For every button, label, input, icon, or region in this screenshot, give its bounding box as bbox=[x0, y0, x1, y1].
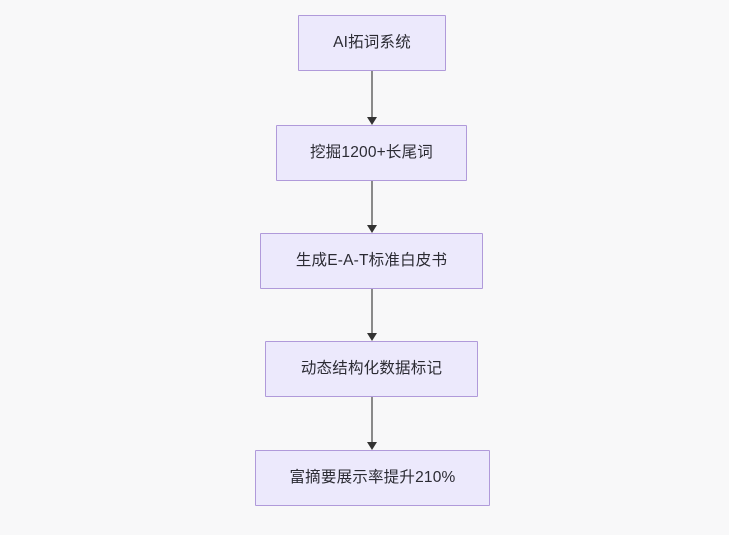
flow-node[interactable]: AI拓词系统 bbox=[298, 15, 446, 71]
flow-node-label: 动态结构化数据标记 bbox=[300, 360, 443, 378]
flow-node[interactable]: 挖掘1200+长尾词 bbox=[276, 125, 467, 181]
flow-edge bbox=[366, 397, 377, 450]
arrowhead-down-icon bbox=[366, 442, 377, 450]
flow-node[interactable]: 生成E-A-T标准白皮书 bbox=[260, 233, 483, 289]
arrowhead-down-icon bbox=[366, 333, 377, 341]
flow-edge-line bbox=[371, 181, 373, 226]
flow-edge bbox=[366, 289, 377, 341]
flow-edge bbox=[366, 181, 377, 233]
flow-edge-line bbox=[371, 289, 373, 334]
arrowhead-down-icon bbox=[366, 225, 377, 233]
flow-edge-line bbox=[371, 397, 373, 443]
flow-node[interactable]: 富摘要展示率提升210% bbox=[255, 450, 490, 506]
flow-edge-line bbox=[371, 71, 373, 118]
arrowhead-down-icon bbox=[366, 117, 377, 125]
flow-node[interactable]: 动态结构化数据标记 bbox=[265, 341, 478, 397]
flow-node-label: 生成E-A-T标准白皮书 bbox=[295, 252, 448, 270]
flow-node-label: 富摘要展示率提升210% bbox=[289, 469, 456, 487]
flow-node-label: AI拓词系统 bbox=[333, 34, 411, 52]
flow-node-label: 挖掘1200+长尾词 bbox=[309, 144, 434, 162]
flow-edge bbox=[366, 71, 377, 125]
